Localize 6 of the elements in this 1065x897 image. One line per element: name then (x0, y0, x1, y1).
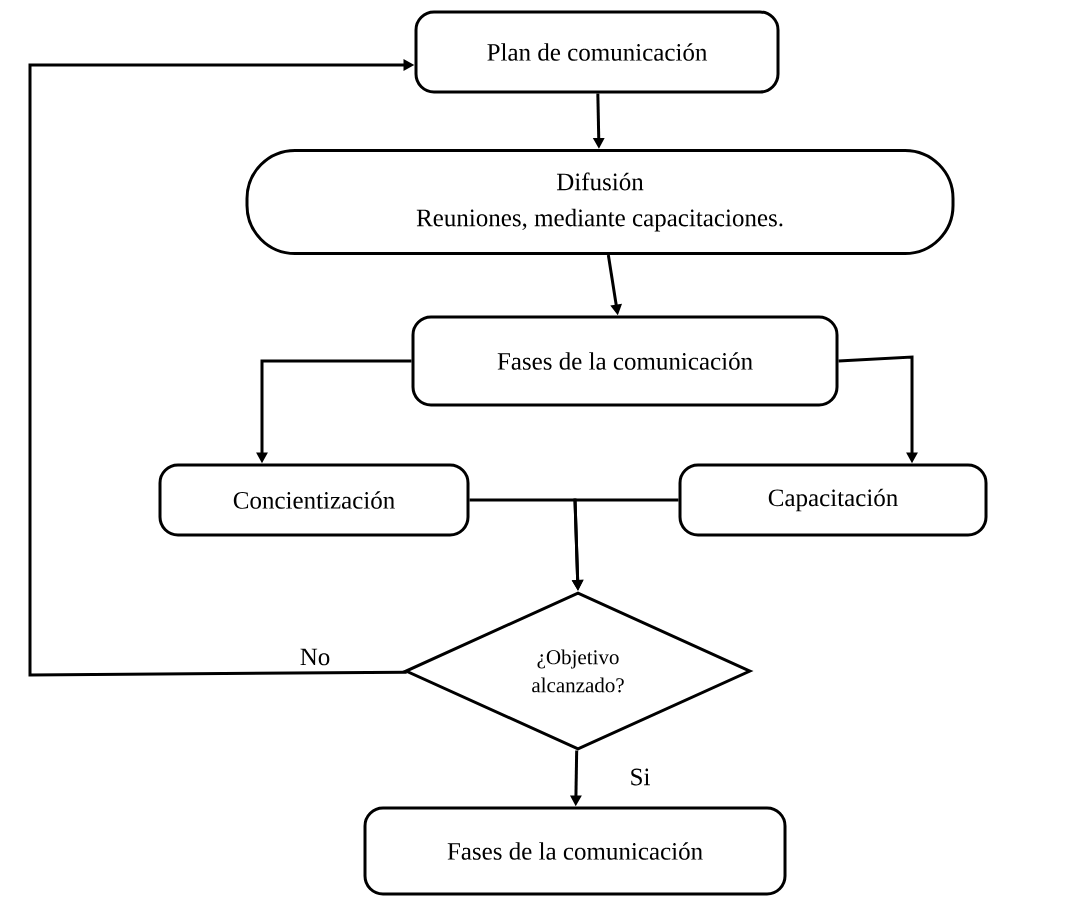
process-box: Concientización (158, 463, 470, 537)
process-box: Capacitación (678, 463, 988, 537)
process-box: Plan de comunicación (414, 10, 780, 94)
process-box: Difusión Reuniones, mediante capacitaciones. (245, 149, 955, 255)
process-box: Fases de la comunicación (363, 806, 787, 896)
process-box: Fases de la comunicación (411, 315, 839, 407)
